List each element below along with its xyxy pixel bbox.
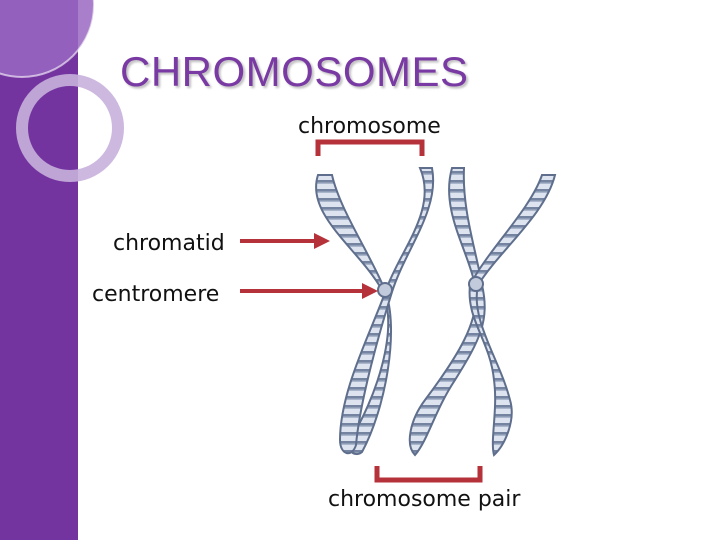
label-chromatid: chromatid [113,231,225,256]
label-chromosome: chromosome [298,114,441,139]
chromatid-left-b [338,167,435,455]
chromosome-left [315,167,435,456]
chromatid-left-a [315,174,393,456]
page-title: CHROMOSOMES [120,48,469,95]
arrow-centromere [240,283,378,299]
centromere-left [377,282,393,298]
centromere-right [468,276,484,292]
bracket-chromosome-pair [374,466,483,483]
deco-ring [16,74,124,182]
chromosome-right [408,167,557,457]
bracket-chromosome [315,139,425,156]
label-chromosome-pair: chromosome pair [328,487,521,512]
arrow-chromatid [240,233,330,249]
label-centromere: centromere [92,282,220,307]
decorative-circles [0,0,124,182]
